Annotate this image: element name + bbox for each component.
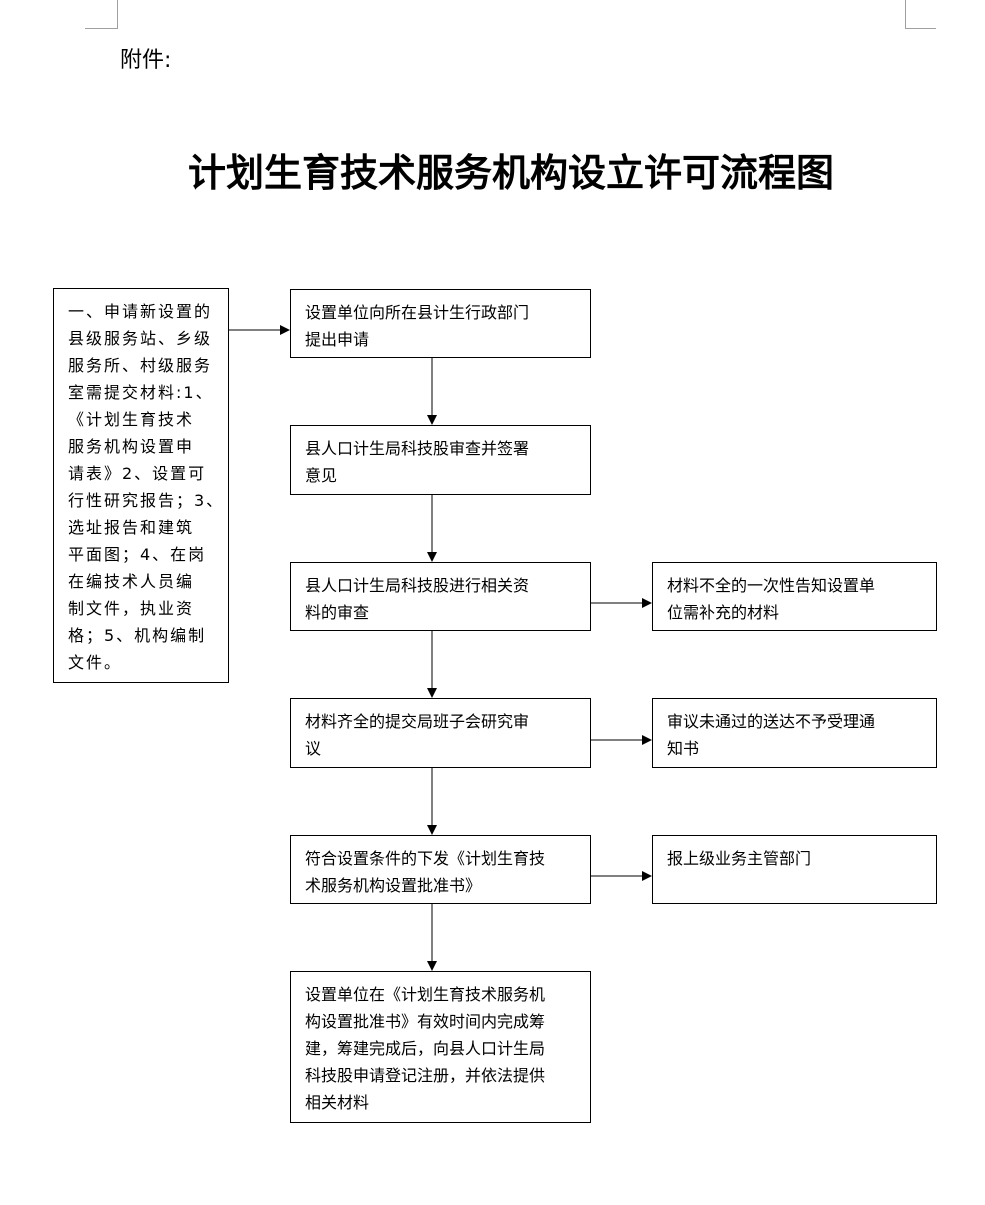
text-line: 设置单位在《计划生育技术服务机: [305, 985, 546, 1004]
page-title: 计划生育技术服务机构设立许可流程图: [187, 150, 834, 195]
step-1-box: 设置单位向所在县计生行政部门 提出申请: [290, 289, 591, 358]
outcome-report-box: 报上级业务主管部门: [652, 835, 937, 904]
text-line: 科技股申请登记注册，并依法提供: [305, 1066, 546, 1085]
text-line: 议: [305, 739, 322, 758]
text-line: 请表》2、设置可: [68, 464, 207, 483]
step-6-box: 设置单位在《计划生育技术服务机 构设置批准书》有效时间内完成筹 建，筹建完成后，…: [290, 971, 591, 1123]
text-line: 术服务机构设置批准书》: [305, 876, 482, 895]
margin-mark: [85, 28, 118, 29]
text-line: 构设置批准书》有效时间内完成筹: [305, 1012, 546, 1031]
margin-mark: [117, 0, 118, 28]
text-line: 意见: [305, 466, 338, 485]
margin-mark: [905, 0, 906, 28]
materials-box: 一、申请新设置的 县级服务站、乡级 服务所、村级服务 室需提交材料:1、 《计划…: [53, 288, 229, 683]
step-5-box: 符合设置条件的下发《计划生育技 术服务机构设置批准书》: [290, 835, 591, 904]
step-3-box: 县人口计生局科技股进行相关资 料的审查: [290, 562, 591, 631]
text-line: 相关材料: [305, 1093, 370, 1112]
text-line: 材料不全的一次性告知设置单: [667, 576, 876, 595]
text-line: 一、申请新设置的: [68, 302, 213, 321]
text-line: 县人口计生局科技股审查并签署: [305, 439, 530, 458]
text-line: 材料齐全的提交局班子会研究审: [305, 712, 530, 731]
text-line: 在编技术人员编: [68, 572, 195, 591]
text-line: 审议未通过的送达不予受理通: [667, 712, 876, 731]
margin-mark: [905, 28, 936, 29]
text-line: 格；5、机构编制: [68, 626, 207, 645]
text-line: 设置单位向所在县计生行政部门: [305, 303, 530, 322]
text-line: 县级服务站、乡级: [68, 329, 213, 348]
text-line: 提出申请: [305, 330, 370, 349]
text-line: 县人口计生局科技股进行相关资: [305, 576, 530, 595]
outcome-incomplete-box: 材料不全的一次性告知设置单 位需补充的材料: [652, 562, 937, 631]
text-line: 建，筹建完成后，向县人口计生局: [305, 1039, 546, 1058]
step-4-box: 材料齐全的提交局班子会研究审 议: [290, 698, 591, 768]
text-line: 符合设置条件的下发《计划生育技: [305, 849, 546, 868]
text-line: 知书: [667, 739, 700, 758]
step-2-box: 县人口计生局科技股审查并签署 意见: [290, 425, 591, 495]
text-line: 位需补充的材料: [667, 603, 780, 622]
text-line: 制文件，执业资: [68, 599, 195, 618]
text-line: 服务所、村级服务: [68, 356, 213, 375]
text-line: 料的审查: [305, 603, 370, 622]
text-line: 选址报告和建筑: [68, 518, 195, 537]
attachment-label: 附件:: [120, 48, 172, 73]
text-line: 服务机构设置申: [68, 437, 195, 456]
text-line: 室需提交材料:1、: [68, 383, 214, 402]
text-line: 《计划生育技术: [68, 410, 195, 429]
text-line: 文件。: [68, 653, 123, 672]
text-line: 行性研究报告；3、: [68, 491, 225, 510]
text-line: 报上级业务主管部门: [667, 849, 812, 868]
outcome-rejected-box: 审议未通过的送达不予受理通 知书: [652, 698, 937, 768]
text-line: 平面图；4、在岗: [68, 545, 207, 564]
